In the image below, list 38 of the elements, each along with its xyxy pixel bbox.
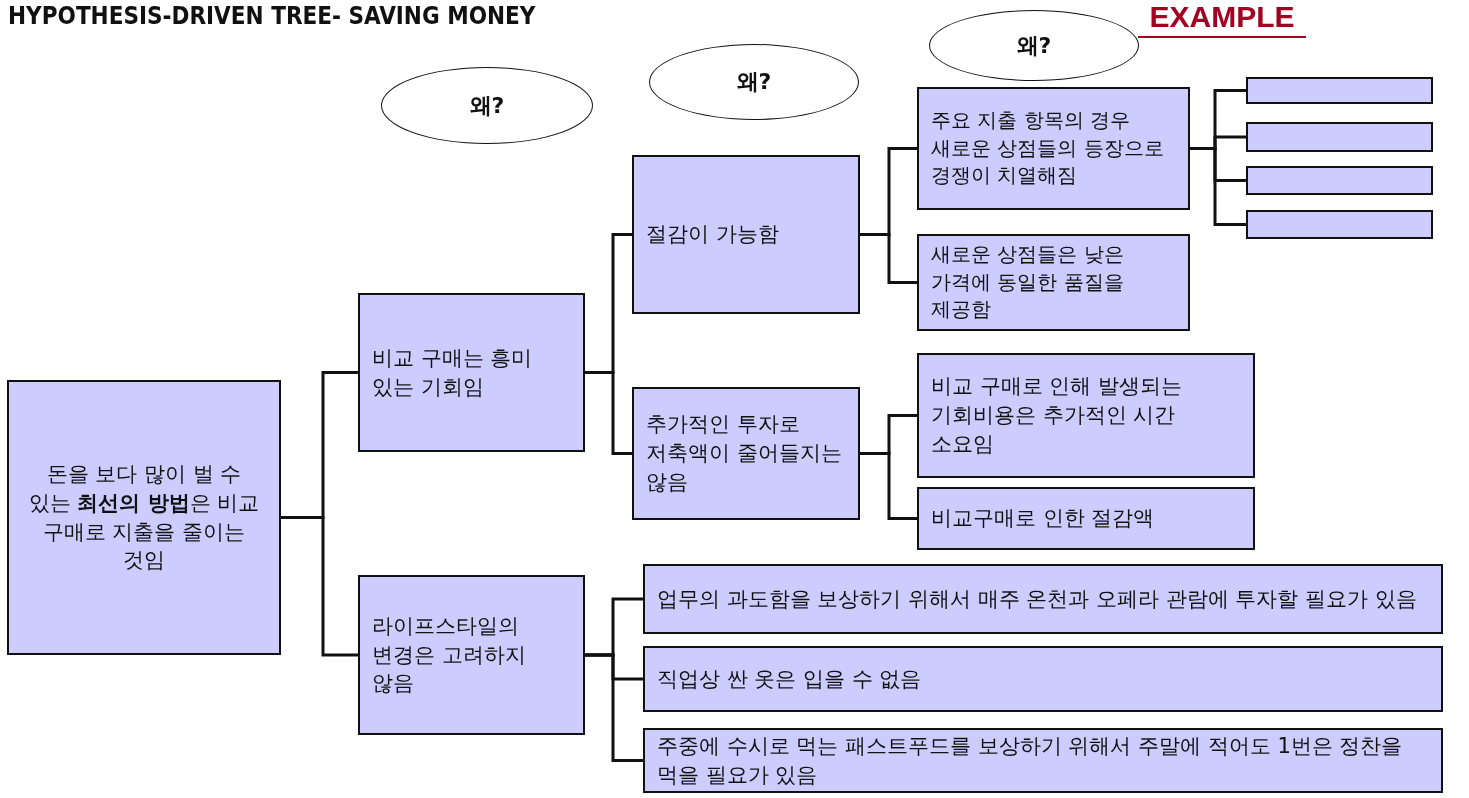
node-text: 추가적인 투자로 저축액이 줄어들지는 않음 [646, 411, 843, 496]
hypothesis-box [917, 487, 1255, 550]
empty-box [1246, 166, 1433, 195]
connector-line [281, 516, 358, 657]
node-text: 비교 구매로 인해 발생되는 기회비용은 추가적인 시간 소요임 [931, 373, 1184, 458]
hypothesis-box [917, 87, 1190, 210]
node-text: 비교 구매는 흥미 있는 기회임 [372, 344, 534, 401]
node-text: 주중에 수시로 먹는 패스트푸드를 보상하기 위해서 주말에 적어도 1번은 정찬을 먹을 필요가 있음 [657, 732, 1404, 789]
node-text: 업무의 과도함을 보상하기 위해서 매주 온천과 오페라 관람에 투자할 필요가 있음 [657, 585, 1417, 613]
hypothesis-box [917, 353, 1255, 478]
node-text: 직업상 싼 옷은 입을 수 없음 [657, 665, 922, 693]
hypothesis-box [632, 155, 860, 314]
empty-box [1246, 122, 1433, 152]
diagram-title: HYPOTHESIS-DRIVEN TREE- SAVING MONEY [8, 2, 536, 30]
node-text: 왜? [1016, 31, 1052, 60]
hypothesis-box [7, 380, 281, 655]
connector-line [860, 233, 917, 284]
connector-line [1190, 147, 1246, 226]
hypothesis-box [358, 293, 585, 452]
hypothesis-box [917, 234, 1190, 331]
empty-box [1246, 210, 1433, 239]
node-text: 돈을 보다 많이 벌 수 있는 최선의 방법은 비교 구매로 지출을 줄이는 것임 [27, 460, 261, 575]
empty-box [1246, 77, 1433, 104]
node-text: 왜? [469, 91, 505, 120]
node-text: 비교구매로 인한 절감액 [931, 505, 1155, 532]
hypothesis-box [643, 728, 1443, 793]
node-text: 왜? [736, 68, 772, 96]
hypothesis-box [643, 646, 1443, 712]
node-text: 절감이 가능함 [646, 221, 779, 248]
hypothesis-box [632, 387, 860, 520]
hypothesis-box [358, 575, 585, 735]
node-text: 주요 지출 항목의 경우 새로운 상점들의 등장으로 경쟁이 치열해짐 [931, 107, 1165, 190]
example-tag: EXAMPLE [1138, 0, 1306, 38]
node-text: 새로운 상점들은 낮은 가격에 동일한 품질을 제공함 [931, 241, 1125, 324]
connector-line [585, 371, 632, 455]
connector-line [585, 653, 643, 762]
hypothesis-box [643, 564, 1443, 634]
node-text: 라이프스타일의 변경은 고려하지 않음 [372, 612, 527, 698]
